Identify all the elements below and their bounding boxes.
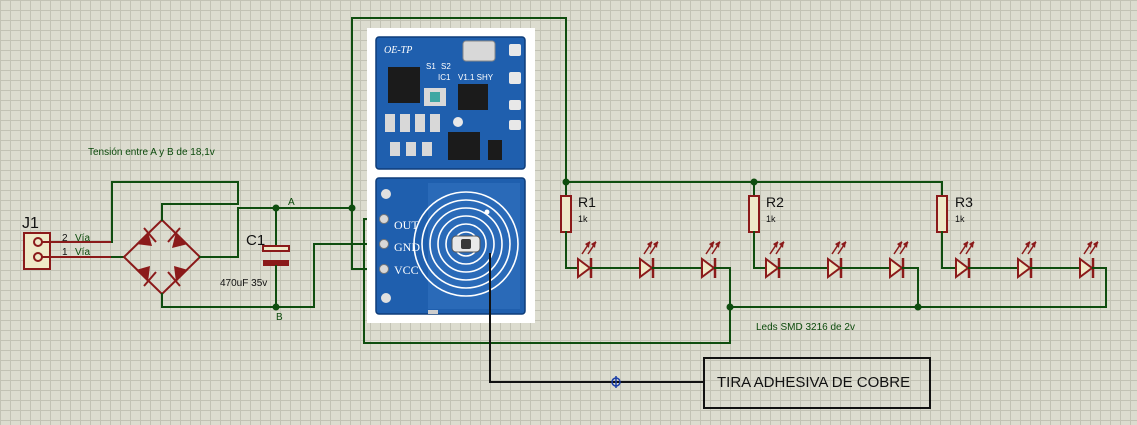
pin2-number: 2	[62, 233, 68, 244]
capacitor-ref: C1	[246, 232, 265, 249]
touch-module[interactable]: OE-TP S1 S2 IC1 V1.1 SHY OUT GND VCC	[367, 28, 535, 323]
pin-out-label: OUT	[394, 218, 419, 232]
capacitor-value: 470uF 35v	[220, 278, 267, 289]
top-board-label: OE-TP	[384, 45, 412, 56]
voltage-note: Tensión entre A y B de 18,1v	[88, 147, 215, 158]
wire-j1-pin2	[111, 181, 239, 243]
led-array	[577, 241, 1099, 279]
wire-gnd	[275, 243, 379, 308]
bridge-rectifier[interactable]	[122, 218, 202, 296]
pin-gnd-label: GND	[394, 240, 420, 254]
ic-chip-1	[388, 67, 420, 103]
wire-touch-sense	[489, 253, 704, 383]
led-diode-2[interactable]	[639, 241, 659, 279]
led-diode-7[interactable]	[955, 241, 975, 279]
resistor-r1[interactable]	[560, 181, 572, 269]
copper-strip-box[interactable]	[703, 357, 931, 409]
connector-ref: J1	[22, 215, 39, 232]
pin1-name: Vía	[75, 247, 90, 258]
regulator	[448, 132, 480, 160]
pin2-name: Vía	[75, 233, 90, 244]
svg-text:V1.1 SHY: V1.1 SHY	[458, 73, 494, 82]
pin1-number: 1	[62, 247, 68, 258]
ic-chip-2	[458, 84, 488, 110]
wire-supply-top	[351, 17, 567, 209]
r2-value: 1k	[766, 214, 776, 224]
node-a-label: A	[288, 197, 295, 208]
svg-text:S2: S2	[441, 62, 451, 71]
connector-j1[interactable]	[23, 232, 112, 270]
svg-text:IC1: IC1	[438, 73, 451, 82]
led-diode-3[interactable]	[701, 241, 721, 279]
r3-value: 1k	[955, 214, 965, 224]
led-diode-6[interactable]	[889, 241, 909, 279]
wire-bridge-minus	[161, 293, 277, 308]
svg-text:S1: S1	[426, 62, 436, 71]
resistor-r3[interactable]	[936, 181, 948, 269]
led-diode-4[interactable]	[765, 241, 785, 279]
wire-led2-return	[904, 267, 919, 308]
led-diode-9[interactable]	[1079, 241, 1099, 279]
led-diode-8[interactable]	[1017, 241, 1037, 279]
wire-probe-marker	[611, 376, 621, 388]
r1-ref: R1	[578, 194, 596, 210]
pad-vcc	[379, 264, 389, 274]
led-diode-5[interactable]	[827, 241, 847, 279]
pin-vcc-label: VCC	[394, 263, 419, 277]
r3-ref: R3	[955, 194, 973, 210]
copper-strip-label: TIRA ADHESIVA DE COBRE	[717, 374, 910, 391]
crystal	[462, 40, 496, 62]
pad-gnd	[379, 239, 389, 249]
wire-led1-return	[717, 267, 731, 308]
node-b-label: B	[276, 312, 283, 323]
r2-ref: R2	[766, 194, 784, 210]
pad-out	[379, 214, 389, 224]
resistor-r2[interactable]	[748, 181, 760, 269]
wire-bridge-plus	[199, 207, 277, 258]
led-diode-1[interactable]	[577, 241, 597, 279]
led-note: Leds SMD 3216 de 2v	[756, 322, 855, 333]
capacitor-c1[interactable]	[262, 207, 290, 308]
r1-value: 1k	[578, 214, 588, 224]
